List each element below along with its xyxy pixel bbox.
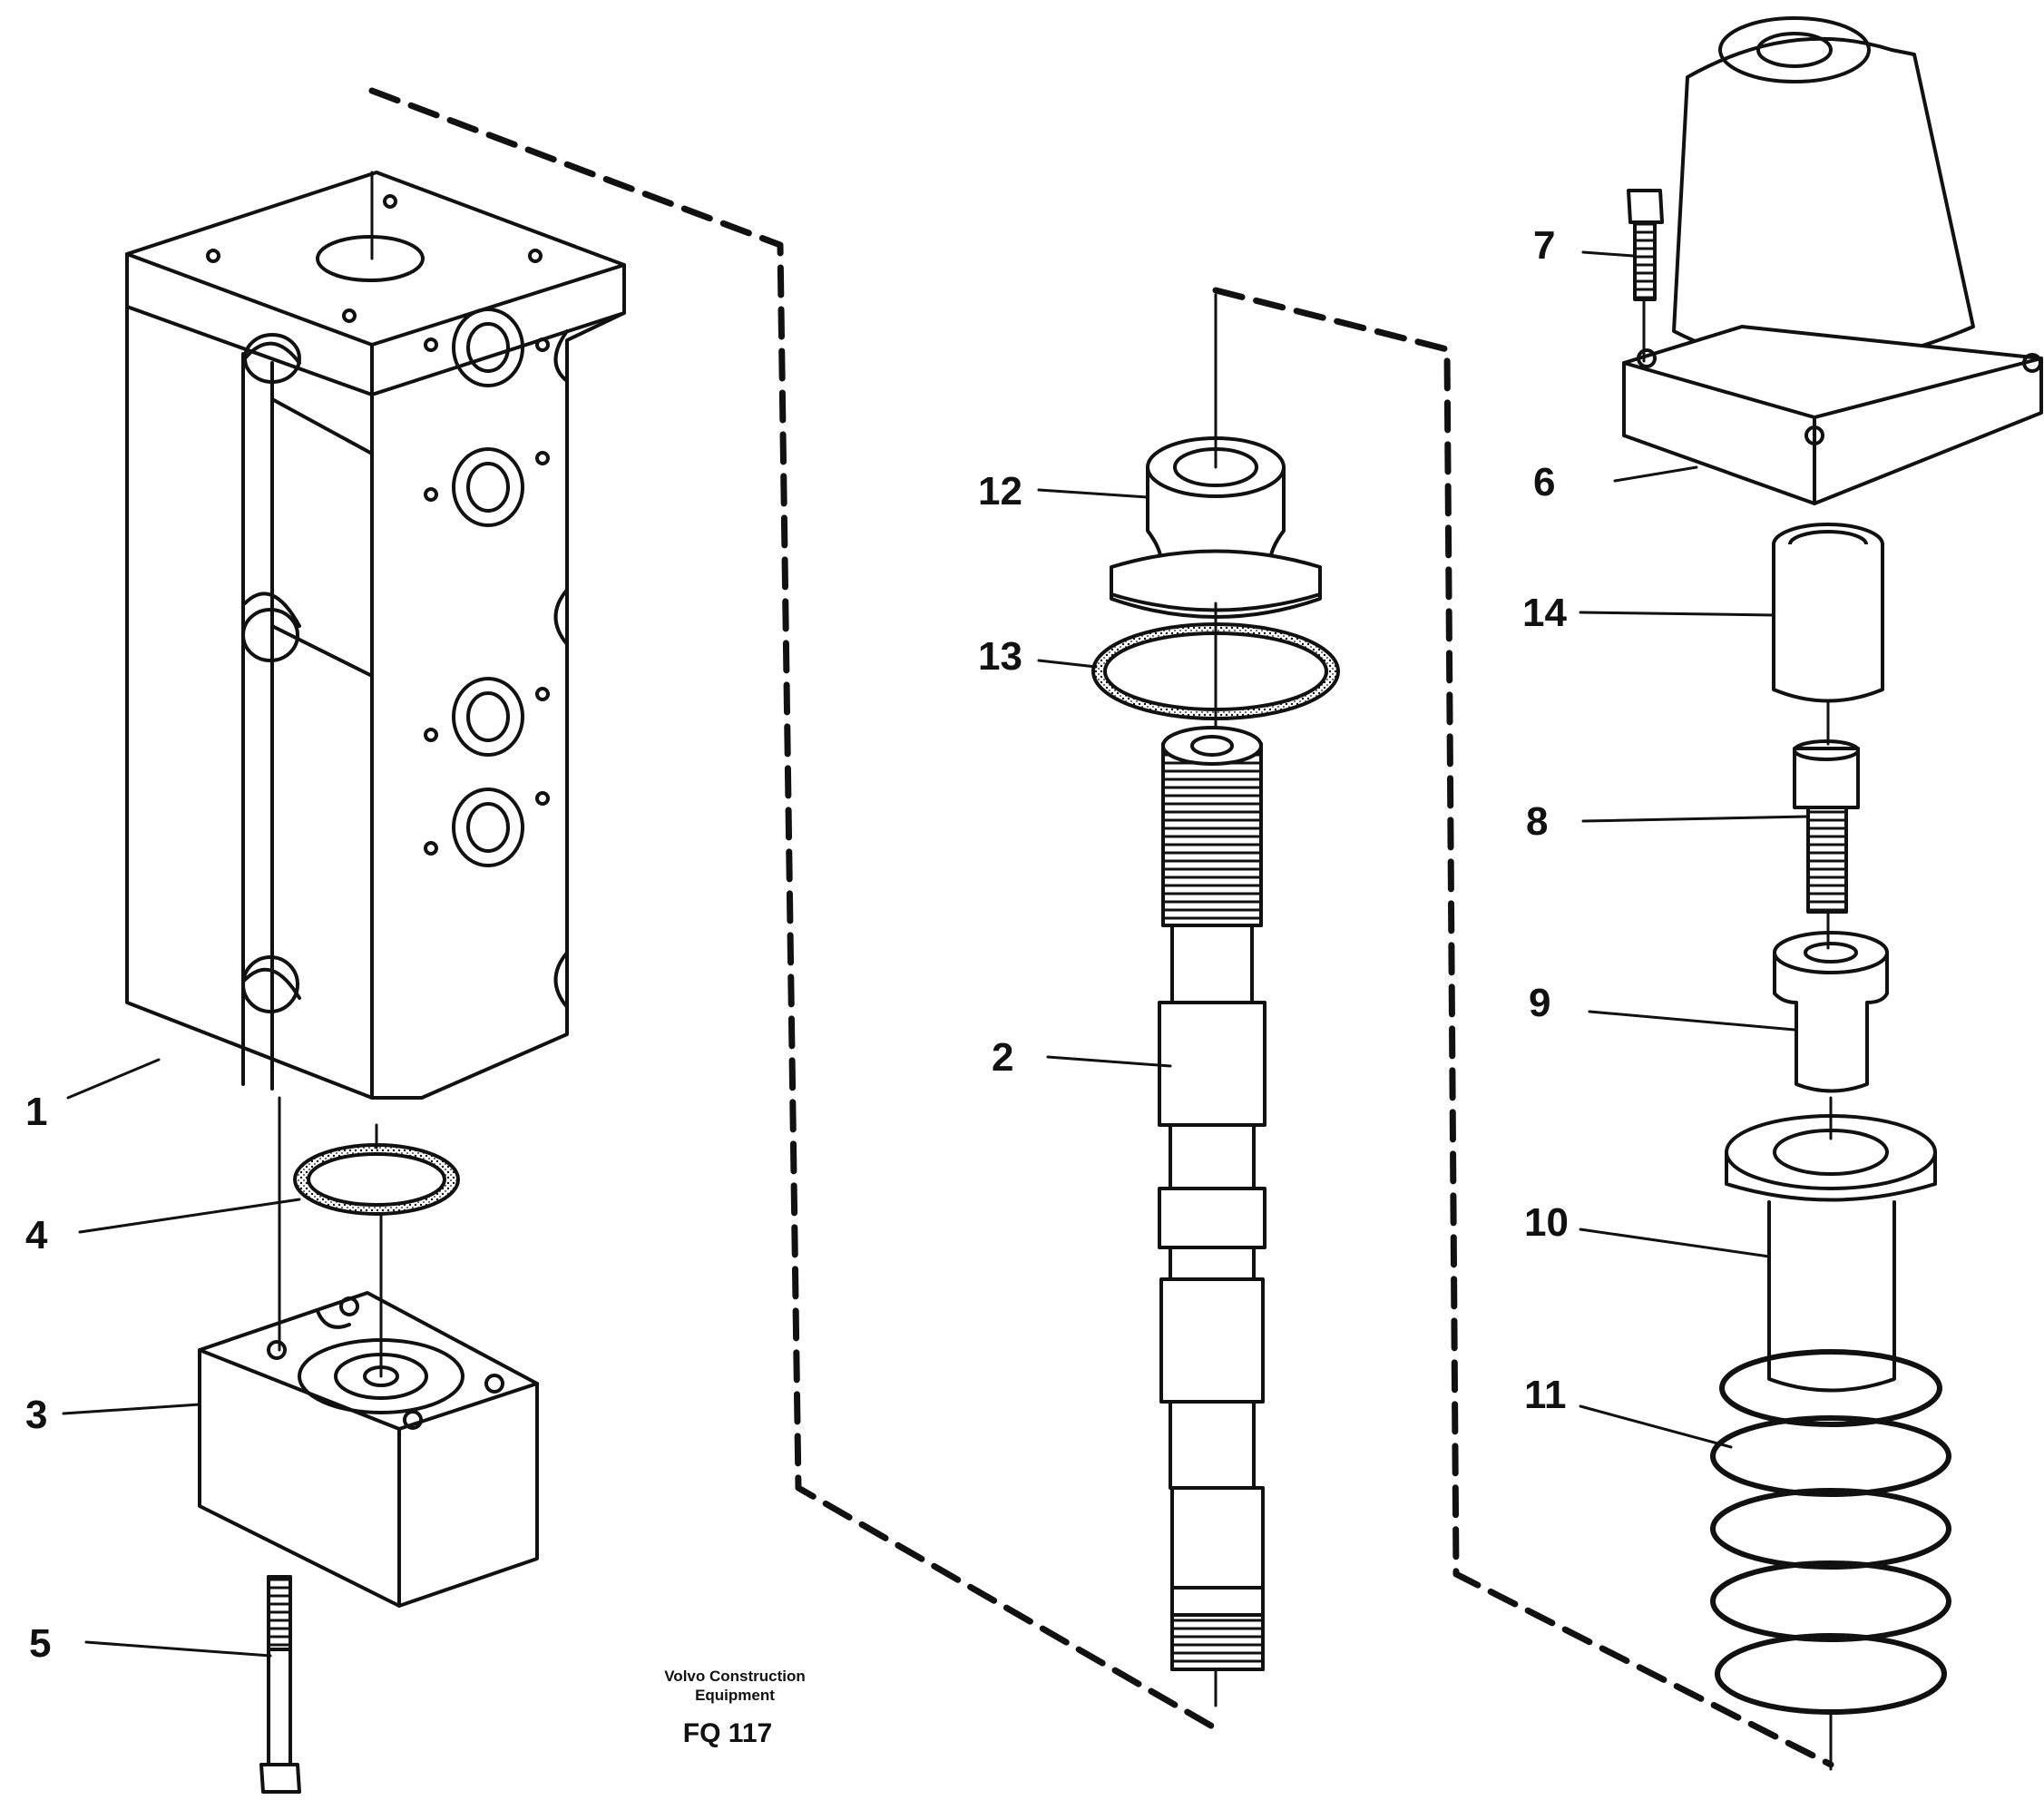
callouts: 1 2 3 4 5 6 7 8 9 10 11 12 13 14 <box>25 223 1569 1666</box>
callout-12: 12 <box>978 469 1022 514</box>
callout-10: 10 <box>1524 1200 1569 1245</box>
figure-credit: Volvo Construction Equipment FQ 117 <box>664 1668 806 1748</box>
screw-5 <box>259 1575 301 1794</box>
callout-14: 14 <box>1522 591 1567 635</box>
credit-line-2: Equipment <box>695 1687 775 1704</box>
spool-2 <box>1158 726 1266 1671</box>
spring-11 <box>1710 1349 1951 1715</box>
callout-7: 7 <box>1533 223 1555 268</box>
leader-lines <box>62 250 1810 1658</box>
screw-7 <box>1627 189 1664 301</box>
callout-1: 1 <box>25 1090 47 1134</box>
callout-2: 2 <box>992 1035 1013 1080</box>
valve-housing <box>125 171 626 1100</box>
o-ring-4 <box>293 1143 460 1216</box>
credit-line-1: Volvo Construction <box>664 1668 806 1685</box>
callout-11: 11 <box>1524 1373 1567 1417</box>
end-block-3 <box>198 1291 539 1608</box>
callout-4: 4 <box>25 1213 48 1257</box>
cover-6 <box>1622 16 2043 505</box>
callout-8: 8 <box>1526 799 1548 844</box>
callout-9: 9 <box>1529 981 1550 1025</box>
bushing-9 <box>1773 931 1889 1093</box>
callout-6: 6 <box>1533 460 1555 504</box>
assembly-lines <box>278 171 1833 1771</box>
callout-13: 13 <box>978 634 1022 679</box>
callout-5: 5 <box>29 1621 51 1666</box>
dashed-guides <box>368 87 1834 1768</box>
screw-8 <box>1793 739 1860 914</box>
sleeve-14 <box>1772 523 1884 703</box>
figure-code: FQ 117 <box>683 1718 772 1748</box>
retainer-12 <box>1110 436 1322 619</box>
callout-3: 3 <box>25 1393 47 1437</box>
